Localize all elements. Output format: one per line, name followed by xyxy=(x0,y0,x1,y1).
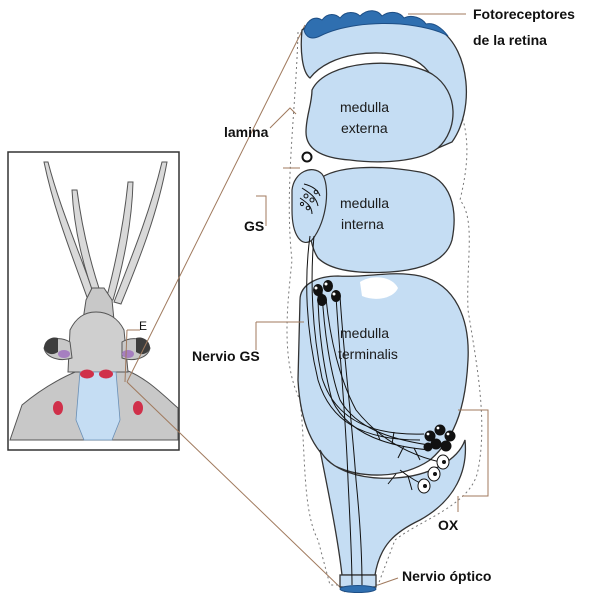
crustacean-head-inset: E xyxy=(8,152,179,450)
photoreceptors-label-2: de la retina xyxy=(473,32,547,48)
optic-nerve-cut xyxy=(340,586,376,593)
medulla-terminalis-label-2: terminalis xyxy=(338,346,398,362)
eyestalk-section: medulla externa medulla interna medulla … xyxy=(287,11,482,593)
gs-label: GS xyxy=(244,218,264,234)
eye-label: E xyxy=(139,319,147,333)
photoreceptors-label-1: Fotoreceptores xyxy=(473,6,575,22)
medulla-externa-label-2: externa xyxy=(341,120,388,136)
gs-nerve-label: Nervio GS xyxy=(192,348,260,364)
medulla-interna-label-1: medulla xyxy=(340,195,389,211)
optic-nerve-label: Nervio óptico xyxy=(402,568,491,584)
medulla-terminalis-label-1: medulla xyxy=(340,325,389,341)
ox-label: OX xyxy=(438,517,459,533)
lamina-label: lamina xyxy=(224,124,269,140)
lamina-cell xyxy=(303,153,312,162)
medulla-interna-label-2: interna xyxy=(341,216,384,232)
medulla-externa-label-1: medulla xyxy=(340,99,389,115)
